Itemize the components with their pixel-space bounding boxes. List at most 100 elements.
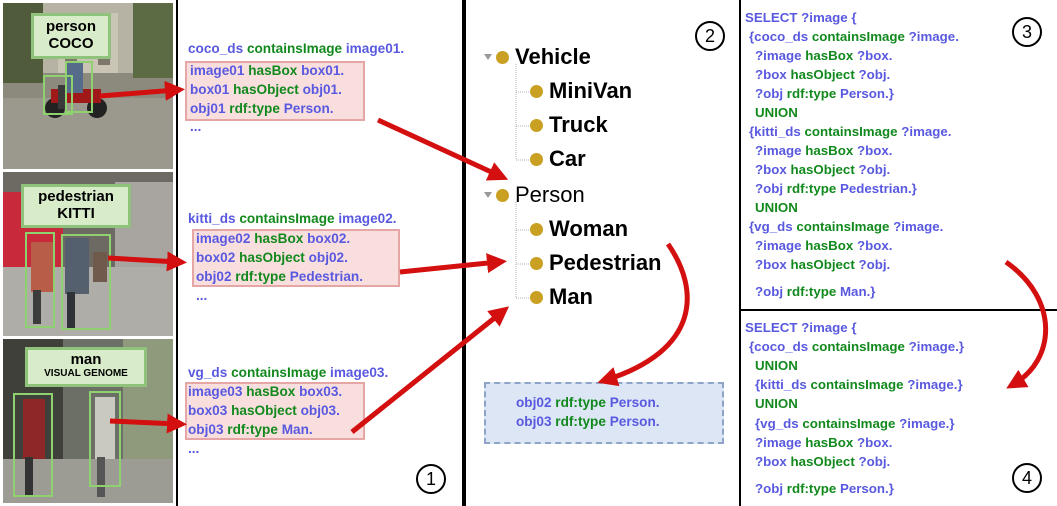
- predicate: hasObject: [790, 67, 855, 82]
- predicate: rdf:type: [786, 284, 837, 299]
- tree-node-car[interactable]: Car: [530, 145, 586, 173]
- object: box02.: [307, 231, 351, 246]
- object: ?obj.: [858, 257, 891, 272]
- ellipsis: ...: [188, 441, 200, 456]
- subject: ?obj: [755, 86, 784, 101]
- object: ?box.: [857, 48, 893, 63]
- subject: obj01: [190, 101, 226, 116]
- subject: {vg_ds: [749, 219, 793, 234]
- predicate: hasObject: [239, 250, 305, 265]
- predicate: rdf:type: [555, 395, 606, 410]
- subject: image03: [188, 384, 243, 399]
- subject: image02: [196, 231, 251, 246]
- predicate: rdf:type: [786, 86, 837, 101]
- subject: ?obj: [755, 481, 784, 496]
- query-line: {coco_ds containsImage ?image.: [749, 27, 959, 46]
- object: Person.: [283, 101, 334, 116]
- query-line: {kitti_ds containsImage ?image.: [749, 122, 952, 141]
- predicate: hasBox: [805, 143, 854, 158]
- subject: obj03: [188, 422, 224, 437]
- class-bullet-icon: [530, 84, 543, 98]
- class-bullet-icon: [530, 290, 543, 304]
- subject: ?image: [755, 238, 802, 253]
- predicate: rdf:type: [229, 101, 280, 116]
- object: Pedestrian.: [289, 269, 363, 284]
- subject: {coco_ds: [749, 29, 809, 44]
- predicate: hasBox: [805, 48, 854, 63]
- object: Man.: [281, 422, 313, 437]
- predicate: containsImage: [239, 211, 335, 226]
- object: ?image.: [901, 124, 952, 139]
- subject: coco_ds: [188, 41, 244, 56]
- tree-node-minivan[interactable]: MiniVan: [530, 77, 632, 105]
- highlighted-triples: [185, 61, 365, 121]
- object: ?image.}: [908, 339, 965, 354]
- union-keyword: UNION: [755, 105, 798, 120]
- predicate: rdf:type: [235, 269, 286, 284]
- tree-node-pedestrian[interactable]: Pedestrian: [530, 249, 727, 277]
- predicate: containsImage: [810, 377, 904, 392]
- label-class: man: [70, 351, 102, 368]
- predicate: hasBox: [805, 238, 854, 253]
- expand-triangle-icon[interactable]: [484, 192, 492, 198]
- subject: vg_ds: [188, 365, 228, 380]
- subject: ?box: [755, 67, 787, 82]
- query-line: ?box hasObject ?obj.: [755, 65, 890, 84]
- object: image03.: [330, 365, 389, 380]
- object: ?box.: [857, 143, 893, 158]
- tree-node-vehicle[interactable]: Vehicle: [484, 43, 591, 71]
- select-clause: SELECT ?image {: [745, 10, 857, 25]
- bounding-box: [61, 234, 111, 330]
- object: obj03.: [300, 403, 340, 418]
- subject: ?image: [755, 48, 802, 63]
- triple: obj01 rdf:type Person.: [190, 100, 334, 119]
- tree-node-man[interactable]: Man: [530, 283, 593, 311]
- object: ?image.}: [907, 377, 963, 392]
- label-dataset: COCO: [48, 35, 94, 53]
- union-keyword: UNION: [755, 396, 798, 411]
- object: ?obj.: [858, 67, 891, 82]
- tree-node-woman[interactable]: Woman: [530, 215, 628, 243]
- triple: image02 hasBox box02.: [196, 230, 350, 249]
- subject: {kitti_ds: [755, 377, 807, 392]
- subject: ?obj: [755, 181, 784, 196]
- node-label: Pedestrian: [549, 250, 662, 275]
- tree-node-truck[interactable]: Truck: [530, 111, 608, 139]
- subject: box01: [190, 82, 230, 97]
- bounding-box: [13, 393, 53, 497]
- object: ?obj.: [858, 162, 891, 177]
- query-line: ?obj rdf:type Person.}: [755, 479, 894, 498]
- step-number-4: 4: [1012, 463, 1042, 493]
- tree-guides: [515, 64, 530, 299]
- divider: [739, 0, 741, 506]
- triple: box01 hasObject obj01.: [190, 81, 342, 100]
- query-line: ?obj rdf:type Man.}: [755, 282, 875, 301]
- query-line: ?image hasBox ?box.: [755, 141, 892, 160]
- photo-visual-genome: man VISUAL GENOME: [3, 339, 173, 503]
- class-bullet-icon: [530, 118, 543, 132]
- object: Person.}: [839, 86, 894, 101]
- inferred-triple: obj03 rdf:type Person.: [516, 413, 660, 432]
- expand-triangle-icon[interactable]: [484, 54, 492, 60]
- ellipsis: ...: [190, 119, 202, 134]
- class-bullet-icon: [530, 222, 543, 236]
- class-bullet-icon: [530, 152, 543, 166]
- object: ?image.}: [899, 416, 955, 431]
- label-dataset: KITTI: [57, 205, 95, 223]
- object: box01.: [301, 63, 345, 78]
- predicate: hasObject: [233, 82, 299, 97]
- tree-node-person[interactable]: Person: [484, 181, 585, 209]
- label-dataset: VISUAL GENOME: [44, 368, 128, 380]
- object: Man.}: [839, 284, 876, 299]
- query-line: ?box hasObject ?obj.: [755, 255, 890, 274]
- query-panel-3: SELECT ?image { {coco_ds containsImage ?…: [741, 0, 1057, 309]
- image-label-tag: pedestrian KITTI: [21, 184, 131, 228]
- predicate: containsImage: [802, 416, 896, 431]
- label-class: person: [45, 18, 96, 35]
- step-number-3: 3: [1012, 17, 1042, 47]
- bounding-box: [43, 75, 73, 115]
- subject: ?image: [755, 435, 802, 450]
- node-label: MiniVan: [549, 78, 633, 103]
- query-line: ?image hasBox ?box.: [755, 433, 892, 452]
- node-label: Vehicle: [515, 44, 591, 69]
